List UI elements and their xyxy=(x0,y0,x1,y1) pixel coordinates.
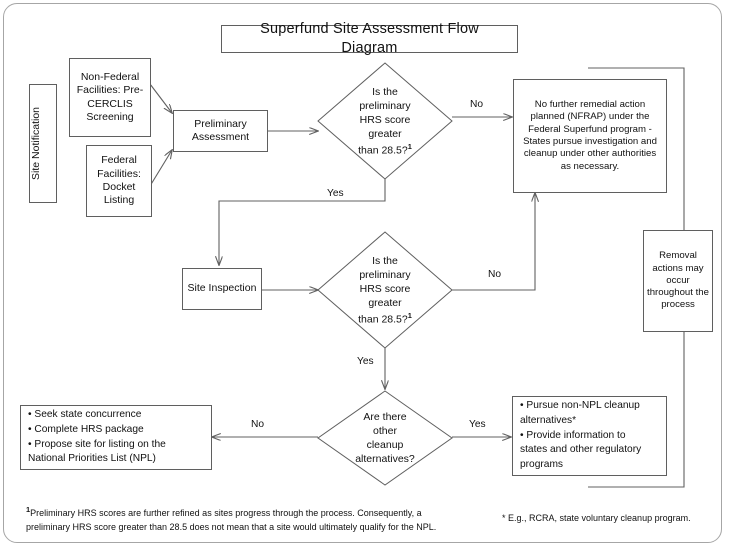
node-non-federal-facilities-text: Non-Federal Facilities: Pre-CERCLIS Scre… xyxy=(76,70,144,123)
diagram-title-text: Superfund Site Assessment Flow Diagram xyxy=(260,21,479,56)
site-notification-band: Site Notification xyxy=(29,84,57,203)
footnote-hrs-score-text-2: preliminary HRS score greater than 28.5 … xyxy=(26,521,437,532)
node-non-npl-actions[interactable]: • Pursue non-NPL cleanup alternatives* •… xyxy=(512,396,667,476)
edge-label-decision-3-no: No xyxy=(251,419,265,430)
node-federal-facilities-text: Federal Facilities: Docket Listing xyxy=(97,154,141,207)
npl-bullet-2: • Complete HRS package xyxy=(28,423,144,435)
non-npl-bullet-2-cont: states and other regulatory xyxy=(520,444,642,456)
non-npl-bullet-1: • Pursue non-NPL cleanup xyxy=(520,400,640,412)
decision-other-cleanup-alternatives-shape xyxy=(317,390,453,486)
node-removal-actions-text: Removal actions may occur throughout the… xyxy=(647,250,709,311)
node-nfrap[interactable]: No further remedial action planned (NFRA… xyxy=(513,79,667,193)
site-notification-label: Site Notification xyxy=(30,107,42,180)
edge-label-decision-3-yes: Yes xyxy=(469,419,486,430)
diagram-title: Superfund Site Assessment Flow Diagram xyxy=(221,21,518,56)
diagram-frame xyxy=(3,3,722,543)
node-federal-facilities[interactable]: Federal Facilities: Docket Listing xyxy=(86,145,152,217)
npl-bullet-3: • Propose site for listing on the xyxy=(28,438,166,450)
footnote-rcra: * E.g., RCRA, state voluntary cleanup pr… xyxy=(502,513,691,523)
decision-hrs-score-2[interactable]: Is the preliminary HRS score greater tha… xyxy=(317,231,453,349)
footnote-hrs-score-line-1: 1Preliminary HRS scores are further refi… xyxy=(26,504,476,521)
node-npl-actions[interactable]: • Seek state concurrence • Complete HRS … xyxy=(20,405,212,470)
node-site-inspection[interactable]: Site Inspection xyxy=(182,268,262,310)
decision-hrs-score-1[interactable]: Is the preliminary HRS score greater tha… xyxy=(317,62,453,180)
node-preliminary-assessment[interactable]: Preliminary Assessment xyxy=(173,110,268,152)
edge-label-decision-1-yes: Yes xyxy=(327,188,344,199)
node-non-federal-facilities[interactable]: Non-Federal Facilities: Pre-CERCLIS Scre… xyxy=(69,58,151,137)
decision-hrs-score-1-shape xyxy=(317,62,453,180)
non-npl-bullet-2: • Provide information to xyxy=(520,429,626,441)
npl-bullet-3-cont: National Priorities List (NPL) xyxy=(28,453,156,465)
footnote-hrs-score: 1Preliminary HRS scores are further refi… xyxy=(26,504,476,535)
non-npl-bullet-2-cont2: programs xyxy=(520,459,564,471)
footnote-marker-1: 1 xyxy=(26,505,31,514)
npl-bullet-1: • Seek state concurrence xyxy=(28,408,142,420)
decision-hrs-score-2-shape xyxy=(317,231,453,349)
footnote-hrs-score-text-1: Preliminary HRS scores are further refin… xyxy=(30,508,422,518)
node-non-npl-actions-text: • Pursue non-NPL cleanup alternatives* •… xyxy=(520,399,659,473)
node-site-inspection-text: Site Inspection xyxy=(187,282,257,295)
edge-label-decision-2-no: No xyxy=(488,269,502,280)
edge-label-decision-2-yes: Yes xyxy=(357,356,374,367)
edge-label-decision-1-no: No xyxy=(470,99,484,110)
decision-other-cleanup-alternatives[interactable]: Are there other cleanup alternatives? xyxy=(317,390,453,486)
node-npl-actions-text: • Seek state concurrence • Complete HRS … xyxy=(28,408,204,467)
node-preliminary-assessment-text: Preliminary Assessment xyxy=(191,117,250,143)
node-nfrap-text: No further remedial action planned (NFRA… xyxy=(523,99,657,172)
non-npl-bullet-1-cont: alternatives* xyxy=(520,414,577,426)
node-removal-actions[interactable]: Removal actions may occur throughout the… xyxy=(643,230,713,332)
